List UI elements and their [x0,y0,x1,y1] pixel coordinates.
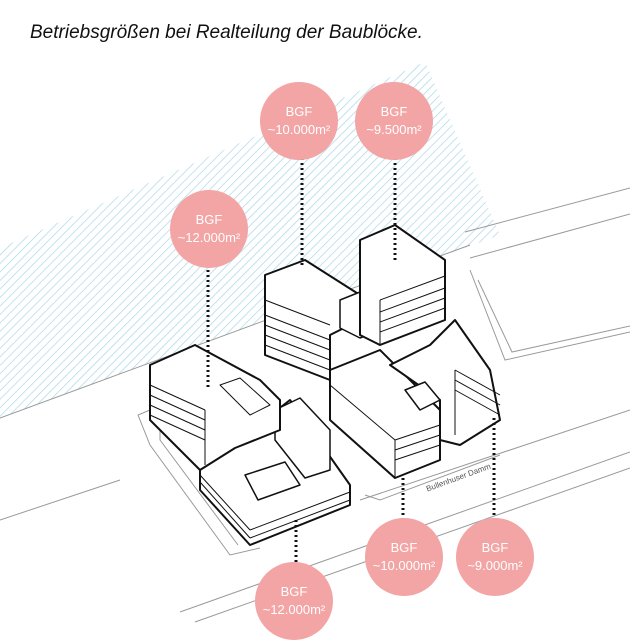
bgf-label: BGF [390,540,418,555]
building-south-east [389,319,501,446]
building-north-east [359,224,446,346]
bgf-label: BGF [380,104,408,119]
bgf-bubble-north-west: BGF ~10.000m² [260,82,338,160]
buildings [149,224,501,546]
building-south-middle [329,349,441,479]
bgf-bubble-south-west: BGF ~12.000m² [255,562,333,640]
bgf-bubble-north-east: BGF ~9.500m² [355,82,433,160]
bgf-bubble-south-middle: BGF ~10.000m² [365,518,443,596]
bgf-label: BGF [195,212,223,227]
bgf-value: ~10.000m² [372,558,436,573]
diagram-title: Betriebsgrößen bei Realteilung der Baubl… [30,22,423,43]
bgf-bubble-nw-large: BGF ~12.000m² [170,190,248,268]
bgf-label: BGF [285,104,313,119]
bgf-value: ~9.000m² [467,558,523,573]
building-south-west [199,397,351,546]
bgf-value: ~12.000m² [177,230,241,245]
bgf-label: BGF [481,540,509,555]
bgf-value: ~12.000m² [262,602,326,617]
bgf-value: ~9.500m² [366,122,422,137]
bgf-value: ~10.000m² [267,122,331,137]
bgf-label: BGF [280,584,308,599]
building-nw-large [149,344,281,471]
bgf-bubble-south-east: BGF ~9.000m² [456,518,534,596]
